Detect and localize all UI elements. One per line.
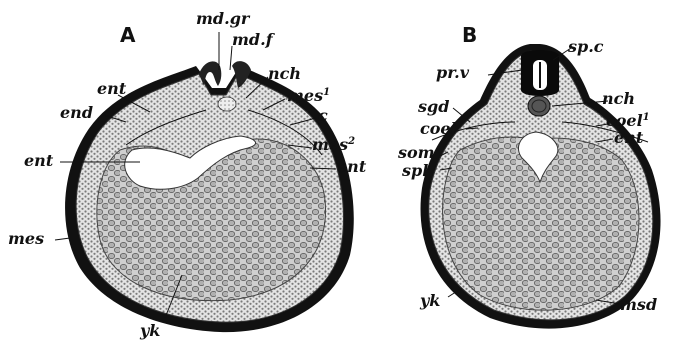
panel-b-letter: B [462, 23, 477, 47]
embryo-a-notochord [218, 97, 236, 111]
label-nch-a: nch [268, 64, 301, 83]
label-coel: coel [420, 119, 457, 138]
label-mes1: mes1 [287, 86, 330, 105]
label-sp-c: sp.c [567, 37, 604, 56]
label-ent-top-a: ent [97, 79, 127, 98]
label-ent-b: ent [614, 128, 644, 147]
label-ent-right-a: ent [337, 157, 367, 176]
label-som: som [397, 143, 435, 162]
label-mes-left: mes [8, 229, 44, 248]
label-end: end [60, 103, 93, 122]
label-msd: msd [620, 295, 657, 314]
label-pr-v: pr.v [436, 63, 470, 82]
panel-b [421, 44, 661, 329]
label-nch-b: nch [602, 89, 635, 108]
label-yk-a: yk [139, 321, 160, 340]
label-mes2: mes2 [312, 135, 355, 154]
label-md-gr: md.gr [196, 9, 251, 28]
label-md-f: md.f [232, 30, 276, 49]
panel-a-letter: A [120, 23, 136, 47]
label-yk-b: yk [419, 291, 440, 310]
label-ent-left-a: ent [24, 151, 54, 170]
embryo-b-notochord [528, 96, 550, 116]
label-sgd: sgd [417, 97, 449, 116]
label-spl: spl [401, 161, 428, 180]
label-c: c [318, 106, 328, 125]
